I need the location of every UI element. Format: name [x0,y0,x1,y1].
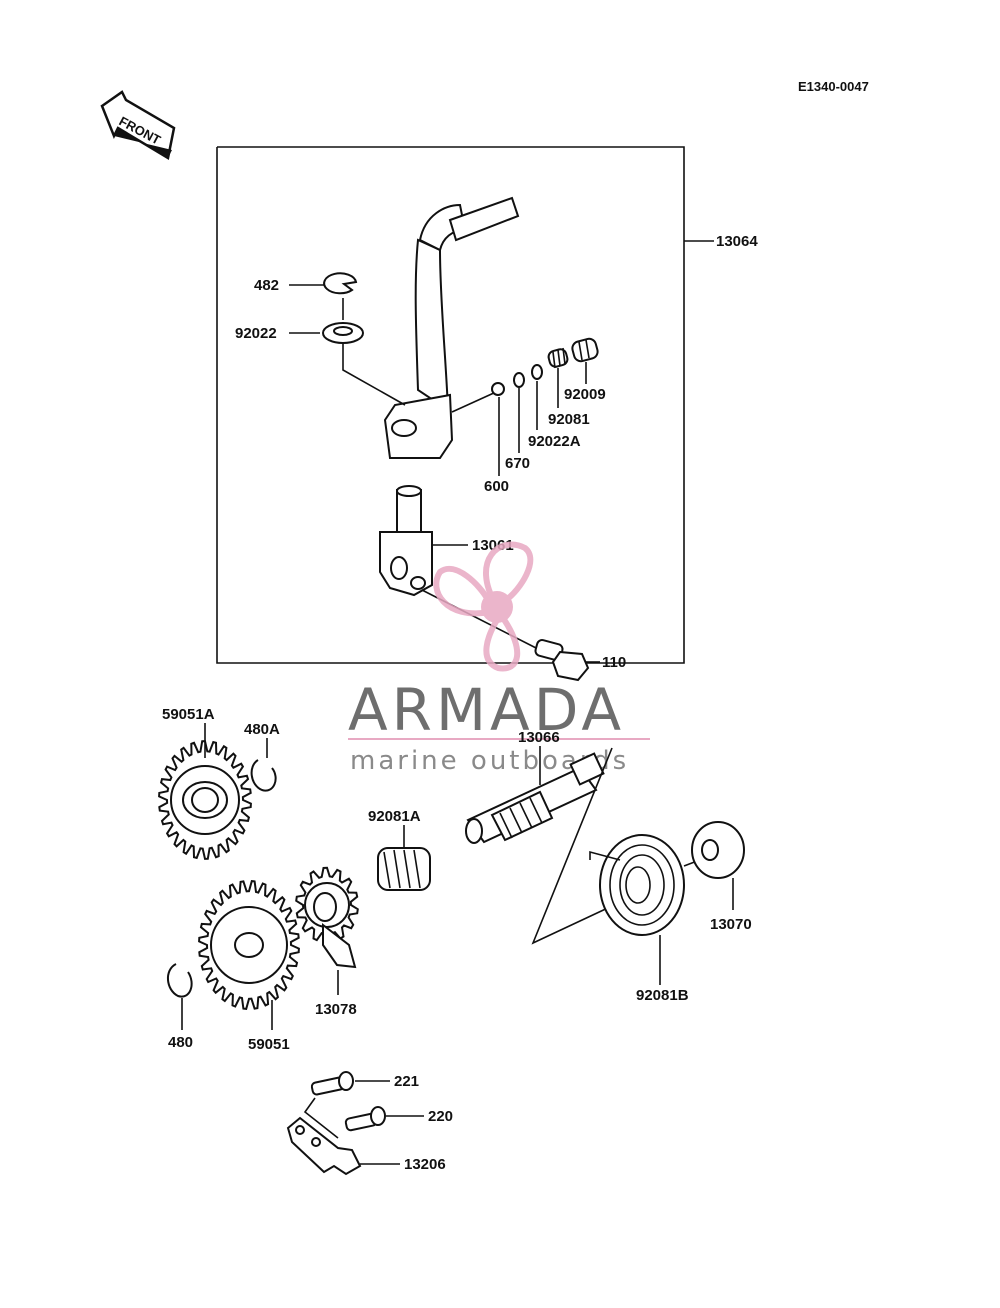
ratchet-13078 [295,866,359,969]
circlip-480A [250,759,277,792]
gear-59051 [198,880,300,1010]
kick-boss-13061 [379,485,433,597]
propeller-icon [433,541,534,672]
gear-59051A [158,740,252,860]
ball-600 [491,382,505,396]
diagram-code: E1340-0047 [798,79,869,94]
label-13206: 13206 [404,1156,446,1173]
circlip-480 [167,963,193,998]
label-670: 670 [505,455,530,472]
label-92022A: 92022A [528,433,581,450]
spring-92081A [377,847,431,891]
washer-92022A [531,364,543,380]
brand-name: ARMADA [348,676,625,744]
label-110: 110 [602,654,626,671]
label-480: 480 [168,1034,193,1051]
spring-92081 [547,347,569,369]
assembly-box [216,146,685,664]
label-92022: 92022 [235,325,277,342]
clip-482 [323,272,358,295]
label-92009: 92009 [564,386,606,403]
label-13070: 13070 [710,916,752,933]
label-13061: 13061 [472,537,514,554]
label-220: 220 [428,1108,453,1125]
label-600: 600 [484,478,509,495]
bolt-220 [344,1106,386,1132]
label-92081: 92081 [548,411,590,428]
front-arrow-icon: FRONT [100,90,176,160]
washer-92022 [322,322,364,344]
collar-13070 [691,821,745,879]
return-spring-92081B [589,834,685,936]
label-480A: 480A [244,721,280,738]
label-59051: 59051 [248,1036,290,1053]
kick-pedal-lever [383,196,520,459]
armada-logo: ARMADA marine outboards [348,541,650,776]
bolt-110 [534,639,590,682]
label-92081A: 92081A [368,808,421,825]
label-13066: 13066 [518,729,560,746]
plunger-92009 [571,337,599,363]
kick-shaft-13066 [465,752,605,844]
label-59051A: 59051A [162,706,215,723]
label-482: 482 [254,277,279,294]
bolt-221 [310,1071,354,1096]
label-221: 221 [394,1073,419,1090]
guide-13206 [286,1116,362,1176]
label-13078: 13078 [315,1001,357,1018]
label-13064: 13064 [716,233,758,250]
washer-670 [513,372,525,388]
label-92081B: 92081B [636,987,689,1004]
